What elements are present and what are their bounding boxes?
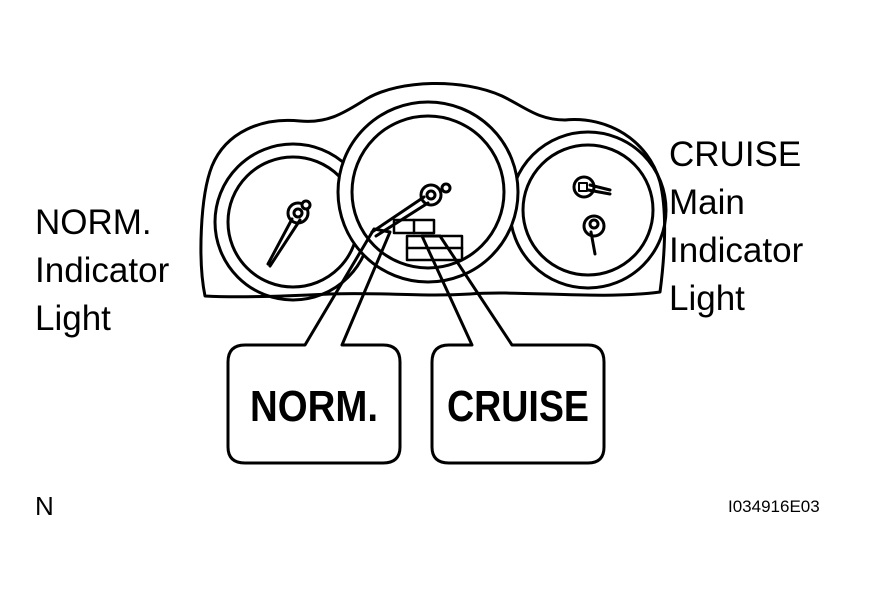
norm-indicator-label-line2: Indicator: [35, 251, 170, 290]
cruise-main-indicator-label-line2: Main: [669, 183, 745, 222]
left-gauge-needle: [266, 199, 312, 268]
norm-indicator-label-line3: Light: [35, 299, 111, 338]
cruise-callout-box: [420, 234, 606, 465]
norm-callout-text: NORM.: [250, 382, 378, 431]
norm-indicator-label: NORM. Indicator Light: [35, 199, 169, 343]
right-gauge-upper-dial: [572, 175, 612, 199]
cruise-main-indicator-label: CRUISE Main Indicator Light: [669, 131, 803, 323]
right-gauge-outer: [508, 130, 668, 290]
norm-indicator-label-line1: NORM.: [35, 203, 152, 242]
cluster-housing: [199, 82, 667, 299]
cruise-callout-text: CRUISE: [447, 382, 589, 431]
cruise-main-indicator-label-line3: Indicator: [669, 231, 804, 270]
figure-id: I034916E03: [728, 497, 820, 516]
norm-callout-box: [226, 227, 402, 465]
right-gauge-lower-dial: [582, 214, 606, 256]
cruise-main-indicator-label-line1: CRUISE: [669, 135, 802, 174]
right-gauge-face: [521, 143, 655, 277]
cruise-main-indicator-label-line4: Light: [669, 279, 745, 318]
footer-code: N: [35, 491, 54, 521]
